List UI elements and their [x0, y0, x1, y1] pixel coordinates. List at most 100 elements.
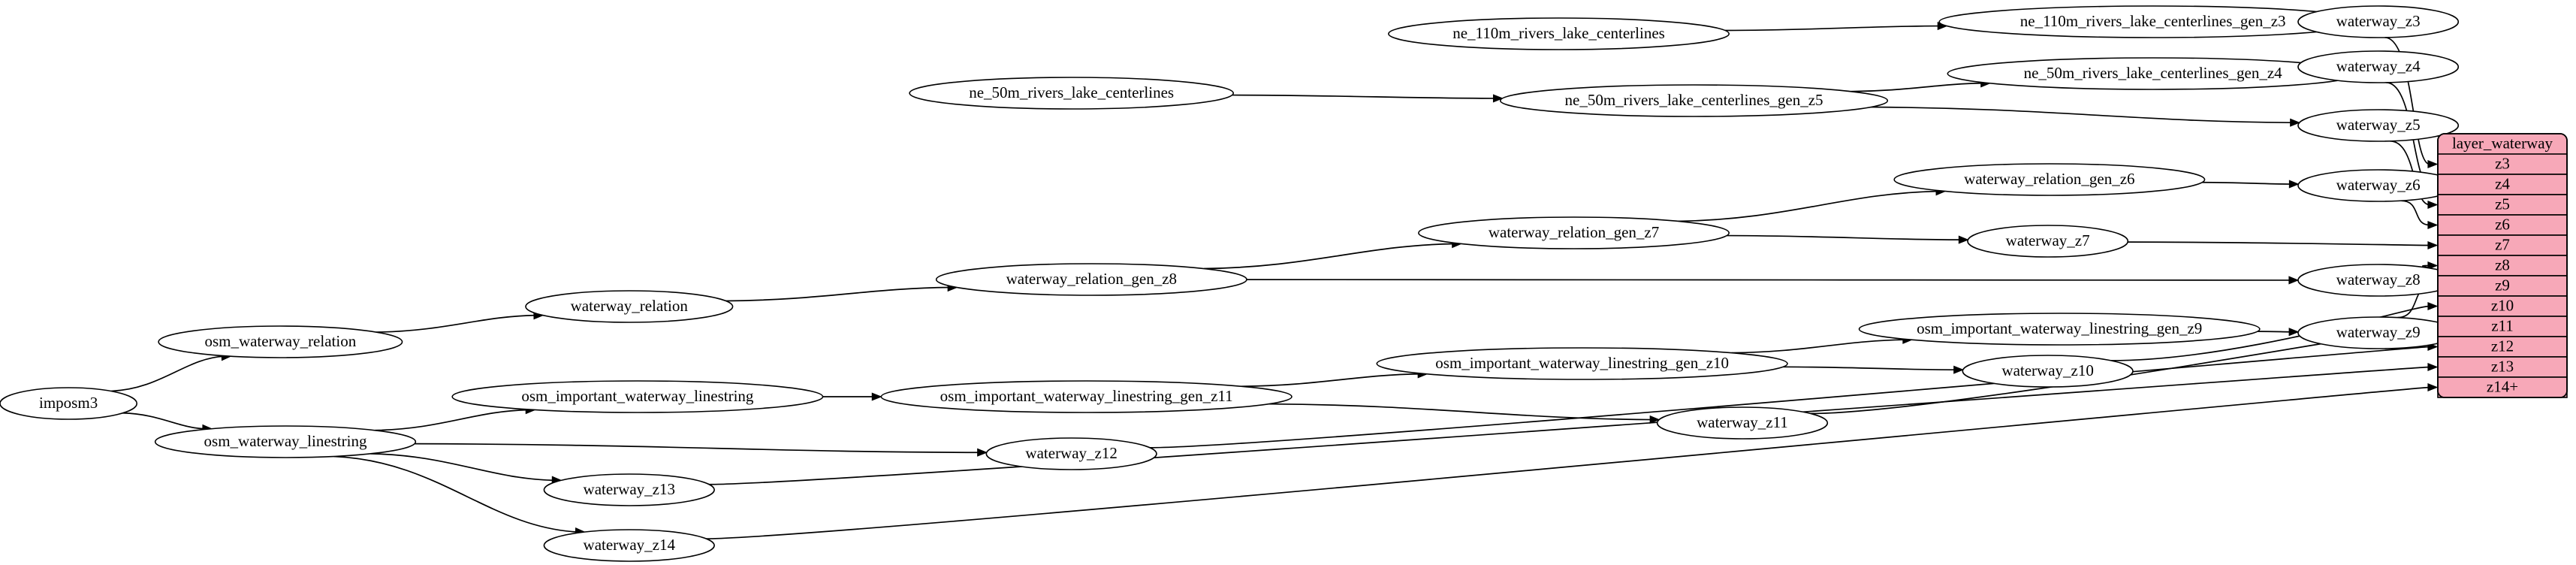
layer-waterway-row-z7[interactable]	[2437, 234, 2568, 256]
layer-waterway-row-label: z14+	[2487, 377, 2518, 395]
node-shape	[158, 325, 403, 358]
edge-arrowhead	[2288, 276, 2300, 285]
layer-waterway-row-label: z5	[2495, 195, 2510, 213]
layer-waterway-row-z12[interactable]	[2437, 336, 2568, 358]
node-label: imposm3	[39, 394, 98, 412]
node-label: waterway_z11	[1697, 413, 1788, 431]
layer-waterway-header-label: layer_waterway	[2452, 134, 2553, 152]
edge-arrowhead	[2427, 301, 2439, 311]
node-shape	[1376, 347, 1788, 380]
edge-osm_important_waterway_linestring_gen_z11--waterway_z11	[1268, 403, 1653, 421]
graph-node-waterway_z7[interactable]: waterway_z7	[1967, 225, 2129, 258]
node-shape	[1418, 216, 1730, 249]
graph-node-waterway_relation_gen_z8[interactable]: waterway_relation_gen_z8	[935, 263, 1247, 296]
edge-arrowhead	[2290, 118, 2301, 127]
node-shape	[935, 263, 1247, 296]
graph-node-waterway_z6[interactable]: waterway_z6	[2297, 169, 2460, 202]
graph-node-waterway_relation[interactable]: waterway_relation	[525, 290, 734, 323]
graph-node-ne_110m_rivers_lake_centerlines[interactable]: ne_110m_rivers_lake_centerlines	[1388, 17, 1730, 50]
graph-node-waterway_z13[interactable]: waterway_z13	[543, 473, 715, 506]
layer-waterway-row-label: z4	[2495, 174, 2510, 192]
edge-arrowhead	[2427, 200, 2439, 210]
node-label: waterway_z14	[584, 536, 676, 554]
edges-layer	[110, 17, 2439, 539]
edge-arrowhead	[1958, 235, 1969, 244]
edge-osm_waterway_relation--waterway_relation	[376, 314, 537, 333]
edge-arrowhead	[2427, 382, 2439, 392]
graph-node-ne_50m_rivers_lake_centerlines_gen_z5[interactable]: ne_50m_rivers_lake_centerlines_gen_z5	[1499, 84, 1889, 117]
node-shape	[2297, 50, 2460, 83]
node-shape	[451, 380, 824, 413]
layer-waterway-row-label: z11	[2491, 316, 2514, 334]
graph-node-ne_110m_rivers_lake_centerlines_gen_z3[interactable]: ne_110m_rivers_lake_centerlines_gen_z3	[1938, 5, 2367, 38]
graph-node-waterway_z10[interactable]: waterway_z10	[1962, 355, 2134, 388]
node-shape	[543, 473, 715, 506]
edge-osm_important_waterway_linestring_gen_z10--waterway_z10	[1783, 366, 1956, 371]
node-label: osm_waterway_relation	[204, 332, 356, 350]
graph-node-imposm3[interactable]: imposm3	[0, 387, 137, 420]
edge-waterway_relation_gen_z6--waterway_z6	[2202, 181, 2292, 185]
node-shape	[543, 529, 715, 562]
graph-node-waterway_z5[interactable]: waterway_z5	[2297, 109, 2460, 142]
edge-waterway_z6--layer_waterway-z6	[2401, 200, 2430, 226]
nodes-layer: imposm3 osm_waterway_relation osm_waterway…	[0, 5, 2460, 562]
node-label: waterway_z4	[2336, 57, 2421, 75]
edge-waterway_relation_gen_z8--waterway_relation_gen_z7	[1204, 243, 1455, 270]
layer-waterway-row-label: z3	[2495, 154, 2510, 172]
node-shape	[1893, 163, 2206, 196]
edge-waterway_relation_gen_z8--waterway_z8	[1246, 279, 2291, 281]
graph-node-osm_important_waterway_linestring[interactable]: osm_important_waterway_linestring	[451, 380, 824, 413]
edge-osm_important_waterway_linestring_gen_z11--osm_important_waterway_linestring_gen_z10	[1241, 373, 1421, 388]
node-label: osm_important_waterway_linestring_gen_z9	[1917, 319, 2202, 337]
graph-node-waterway_z12[interactable]: waterway_z12	[985, 437, 1157, 470]
node-shape	[154, 425, 417, 458]
node-label: waterway_z8	[2336, 270, 2421, 289]
graph-node-waterway_relation_gen_z6[interactable]: waterway_relation_gen_z6	[1893, 163, 2206, 196]
graph-node-ne_50m_rivers_lake_centerlines_gen_z4[interactable]: ne_50m_rivers_lake_centerlines_gen_z4	[1947, 57, 2359, 90]
edge-waterway_relation_gen_z7--waterway_relation_gen_z6	[1678, 190, 1939, 222]
node-label: waterway_relation_gen_z6	[1964, 170, 2134, 188]
layer-waterway-row-label: z12	[2491, 337, 2514, 355]
node-label: ne_50m_rivers_lake_centerlines_gen_z5	[1565, 91, 1823, 109]
graph-node-waterway_z9[interactable]: waterway_z9	[2297, 316, 2460, 349]
edge-waterway_relation_gen_z7--waterway_z7	[1727, 234, 1962, 240]
node-shape	[2297, 5, 2460, 38]
graph-node-waterway_z11[interactable]: waterway_z11	[1656, 406, 1829, 440]
edge-waterway_z3--layer_waterway-z3	[2384, 37, 2430, 165]
graph-node-osm_waterway_linestring[interactable]: osm_waterway_linestring	[154, 425, 417, 458]
node-shape	[1858, 313, 2261, 346]
layer-waterway-row-label: z10	[2491, 296, 2514, 314]
layer-waterway-row-label: z7	[2495, 235, 2510, 253]
layer-waterway-row-label: z13	[2491, 357, 2514, 375]
node-label: osm_important_waterway_linestring	[521, 387, 754, 405]
node-label: waterway_relation_gen_z7	[1489, 223, 1659, 241]
graph-node-waterway_z4[interactable]: waterway_z4	[2297, 50, 2460, 83]
edge-arrowhead	[2427, 159, 2439, 169]
graph-node-waterway_z14[interactable]: waterway_z14	[543, 529, 715, 562]
layer-waterway-row-label: z6	[2495, 215, 2510, 233]
node-shape	[985, 437, 1157, 470]
layer-waterway-row-z14plus[interactable]	[2437, 376, 2568, 398]
graph-node-ne_50m_rivers_lake_centerlines[interactable]: ne_50m_rivers_lake_centerlines	[909, 77, 1235, 110]
node-shape	[2297, 109, 2460, 142]
node-label: osm_waterway_linestring	[204, 432, 367, 450]
edge-ne_50m_rivers_lake_centerlines--ne_50m_rivers_lake_centerlines_gen_z5	[1232, 94, 1496, 99]
graph-node-osm_important_waterway_linestring_gen_z11[interactable]: osm_important_waterway_linestring_gen_z1…	[880, 380, 1293, 413]
node-label: osm_important_waterway_linestring_gen_z1…	[940, 387, 1233, 405]
graph-node-waterway_z8[interactable]: waterway_z8	[2297, 264, 2460, 297]
graph-node-osm_important_waterway_linestring_gen_z10[interactable]: osm_important_waterway_linestring_gen_z1…	[1376, 347, 1788, 380]
node-label: waterway_z3	[2336, 12, 2421, 30]
edge-arrowhead	[2427, 362, 2439, 372]
edge-osm_important_waterway_linestring_gen_z10--osm_important_waterway_linestring_gen_z9	[1731, 339, 1905, 354]
node-shape	[1499, 84, 1889, 117]
graph-node-waterway_z3[interactable]: waterway_z3	[2297, 5, 2460, 38]
graph-node-osm_important_waterway_linestring_gen_z9[interactable]: osm_important_waterway_linestring_gen_z9	[1858, 313, 2261, 346]
edge-imposm3--osm_waterway_relation	[110, 355, 225, 392]
node-shape	[880, 380, 1293, 413]
node-shape	[1967, 225, 2129, 258]
graph-node-osm_waterway_relation[interactable]: osm_waterway_relation	[158, 325, 403, 358]
layer-waterway-outline	[2437, 133, 2568, 398]
graph-node-waterway_relation_gen_z7[interactable]: waterway_relation_gen_z7	[1418, 216, 1730, 249]
edge-osm_waterway_linestring--waterway_z13	[370, 453, 555, 482]
